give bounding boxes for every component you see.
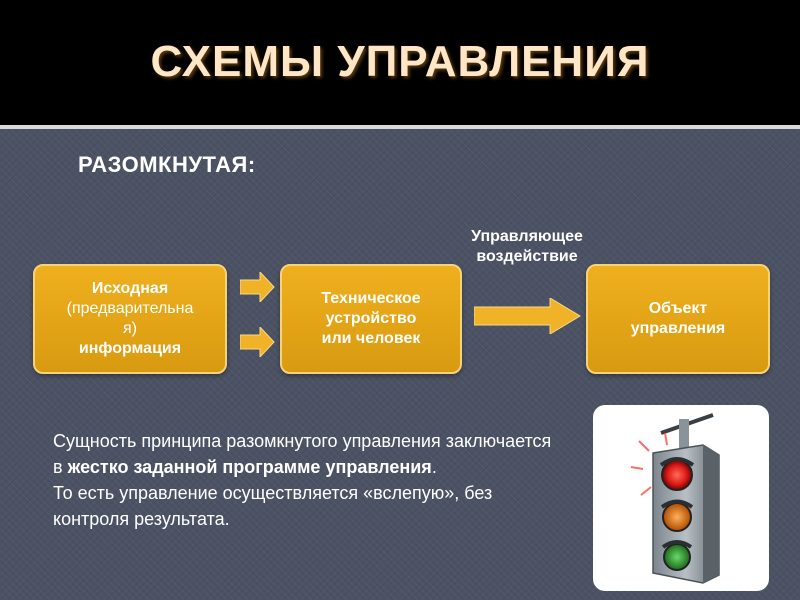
control-device-line1: Техническое — [321, 290, 421, 307]
control-device-line2: устройство — [325, 310, 417, 327]
source-info-line1: Исходная — [91, 280, 169, 297]
arrow-right-icon — [474, 298, 581, 334]
traffic-light-picture — [593, 405, 769, 591]
description-bold1: жестко заданной программе управления — [67, 457, 432, 477]
control-action-line2: воздействие — [476, 248, 578, 265]
source-info-line3: я) — [123, 320, 137, 337]
control-device-line3: или человек — [321, 330, 421, 347]
description-part2: . — [431, 457, 437, 477]
traffic-light-icon — [630, 413, 720, 584]
control-device-box: Техническое устройство или человек — [280, 264, 462, 374]
control-object-line1: Объект — [648, 300, 708, 317]
title-bar: СХЕМЫ УПРАВЛЕНИЯ — [0, 0, 800, 129]
source-info-line2: (предварительна — [66, 300, 194, 317]
source-info-box: Исходная (предварительна я) информация — [33, 264, 227, 374]
description-part1: Сущность принципа разомкнутого управлени… — [53, 431, 552, 477]
section-subtitle: РАЗОМКНУТАЯ: — [78, 152, 256, 177]
description-line2: То есть управление осуществляется «вслеп… — [53, 483, 493, 529]
control-action-line1: Управляющее — [471, 228, 583, 245]
arrow-right-icon — [240, 327, 275, 357]
source-info-line4: информация — [78, 340, 182, 357]
arrow-right-icon — [240, 272, 275, 302]
control-object-line2: управления — [630, 320, 726, 337]
control-action-label: Управляющее воздействие — [452, 227, 602, 267]
control-object-box: Объект управления — [586, 264, 770, 374]
page-title: СХЕМЫ УПРАВЛЕНИЯ — [150, 37, 650, 86]
principle-description: Сущность принципа разомкнутого управлени… — [53, 428, 553, 532]
